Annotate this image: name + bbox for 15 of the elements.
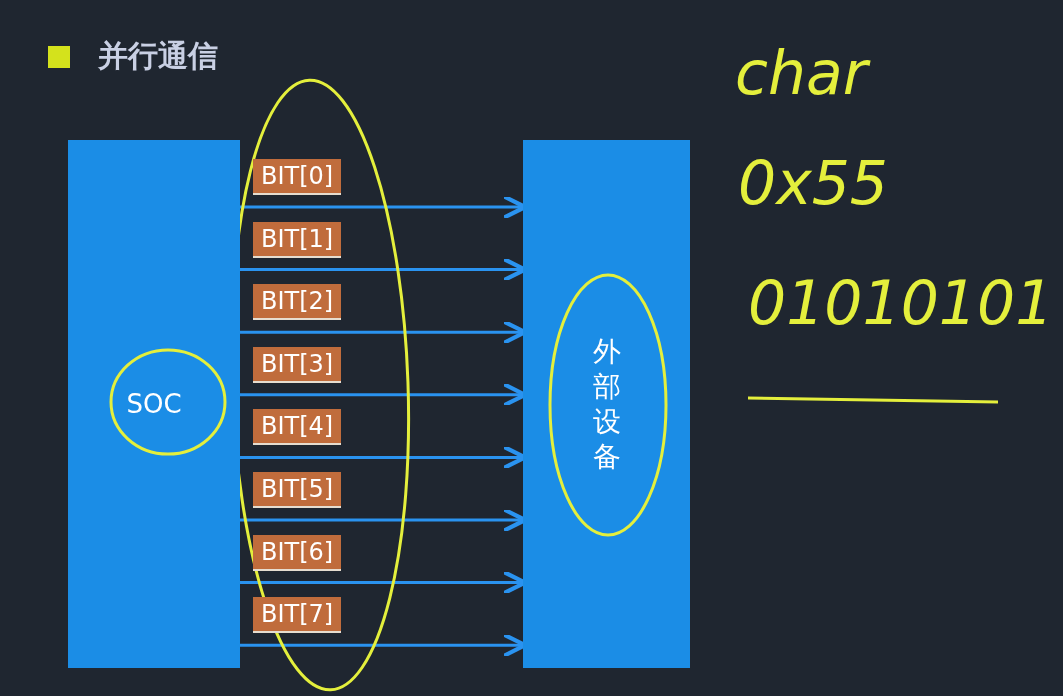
slide-title: 并行通信 xyxy=(98,37,218,75)
component-box xyxy=(523,140,690,668)
component-box xyxy=(68,140,240,668)
handwritten-note: 01010101 xyxy=(748,268,1054,338)
edge-label: BIT[0] xyxy=(253,159,342,195)
edge-label: BIT[2] xyxy=(253,284,342,321)
edge-label: BIT[6] xyxy=(253,534,342,571)
component-label: 外部设备 xyxy=(592,334,621,474)
edge-label: BIT[1] xyxy=(253,221,342,258)
component-label: SOC xyxy=(126,389,182,419)
edge-label: BIT[3] xyxy=(253,346,342,383)
handwritten-note: 0x55 xyxy=(738,148,889,218)
edge-label: BIT[7] xyxy=(253,597,342,634)
edge-label: BIT[4] xyxy=(253,409,342,446)
edge-label: BIT[5] xyxy=(253,472,342,508)
